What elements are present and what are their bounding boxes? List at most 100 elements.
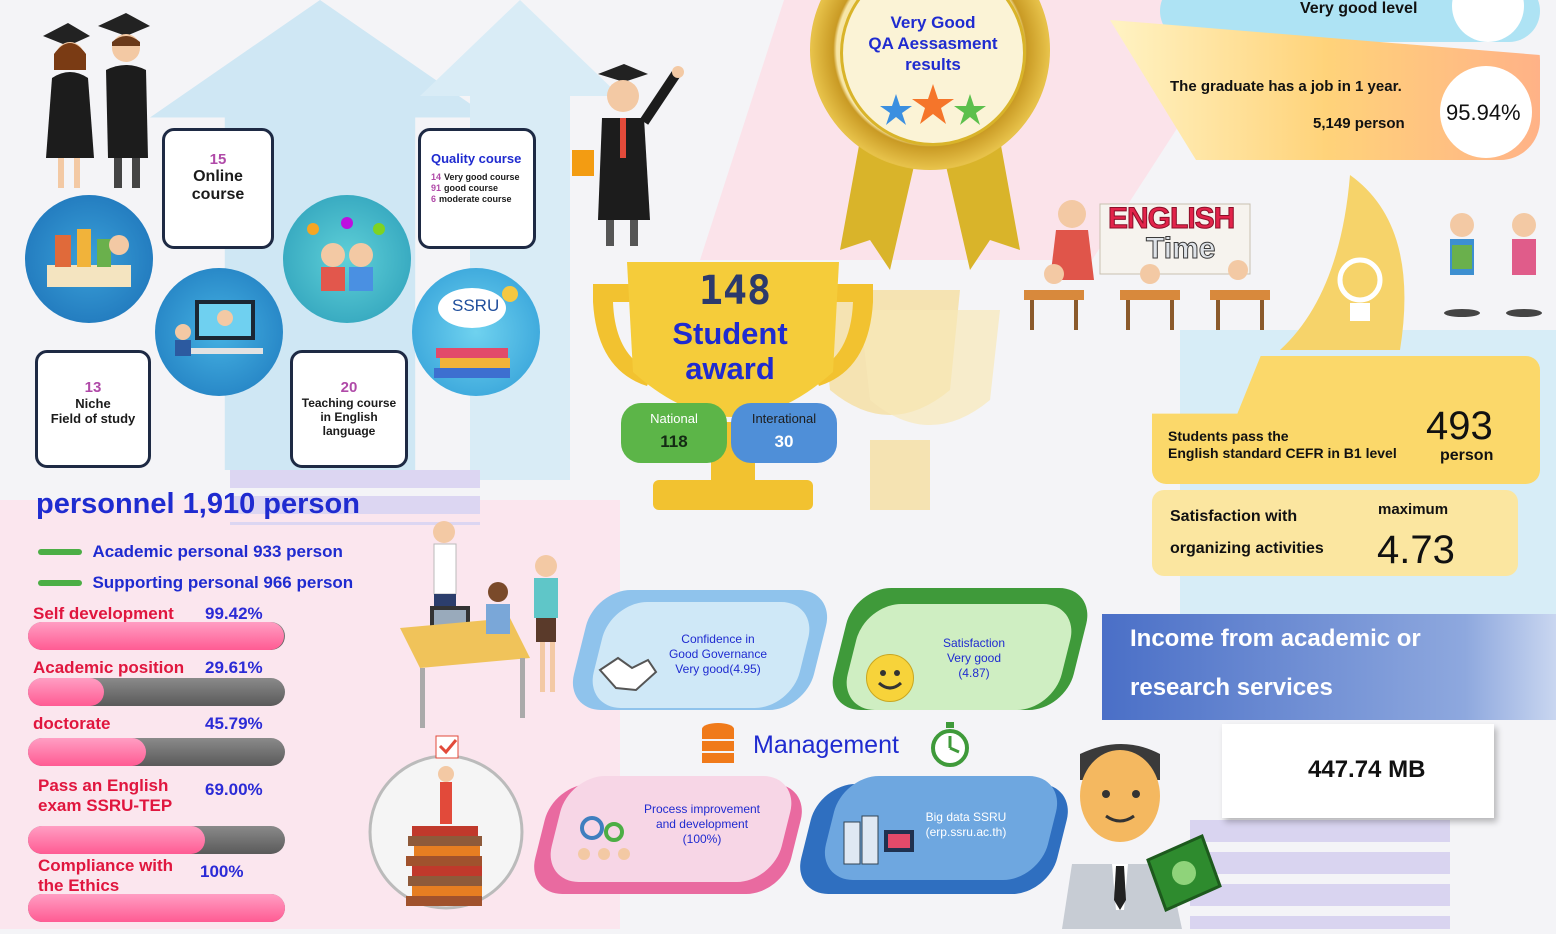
smiley-icon — [866, 654, 914, 702]
income-panel — [1102, 614, 1556, 720]
online-course-count: 15 — [209, 151, 227, 168]
governance-line-2: Good Governance — [668, 647, 768, 661]
satisfaction-line-1: Satisfaction — [942, 636, 1006, 650]
academic-personnel-row: Academic personal 933 person — [38, 542, 343, 562]
online-course-frame: 15 Online course — [162, 128, 274, 249]
progress-bar-label-line-1: doctorate — [33, 714, 111, 733]
server-analytics-icon — [840, 812, 918, 870]
academic-personnel-text: Academic personal 933 person — [92, 542, 343, 561]
bigdata-line-2: (erp.ssru.ac.th) — [925, 825, 1007, 839]
process-line-2: and development — [655, 817, 749, 831]
quality-course-item-count: 6 — [431, 194, 437, 204]
lightbulb-hand-illustration — [1280, 175, 1420, 350]
english-teaching-label-3: language — [322, 424, 376, 438]
national-award-badge: National 118 — [621, 403, 727, 463]
graduate-job-count: 5,149 person — [1313, 115, 1405, 132]
satisfaction-line-3: (4.87) — [958, 666, 990, 680]
graduate-job-percent-circle — [1440, 66, 1532, 158]
personnel-title: personnel 1,910 person — [36, 488, 360, 520]
progress-bar-label-line-2: exam SSRU-TEP — [38, 796, 173, 815]
national-award-label: National — [650, 411, 698, 426]
english-time-word-1: ENGLISH — [1107, 202, 1235, 236]
process-line-3: (100%) — [682, 832, 722, 846]
quality-course-item-label: moderate course — [439, 194, 512, 204]
quality-course-item-label: Very good course — [444, 172, 520, 182]
office-team-illustration — [400, 518, 570, 733]
progress-bar-fill — [28, 894, 285, 922]
progress-bar-label: doctorate — [33, 714, 110, 734]
cefr-label-2: English standard CEFR in B1 level — [1168, 445, 1397, 461]
award-title-2: award — [685, 351, 775, 386]
niche-book-circle-icon — [25, 195, 153, 323]
bigdata-line-1: Big data SSRU — [925, 810, 1007, 824]
progress-bar-track — [28, 738, 285, 766]
very-good-level-circle — [1452, 0, 1524, 42]
english-teaching-label-2: in English — [320, 410, 378, 424]
english-teaching-label-1: Teaching course — [301, 396, 397, 410]
books-clock-illustration — [366, 734, 526, 914]
niche-count: 13 — [84, 379, 102, 396]
qa-badge-stars-icon — [878, 84, 988, 128]
process-text: Process improvement and development (100… — [632, 802, 772, 847]
very-good-level-label: Very good level — [1300, 0, 1418, 17]
qa-badge-line-2: QA Aessasment — [868, 34, 998, 53]
academic-personnel-bullet-icon — [38, 549, 82, 555]
supporting-personnel-row: Supporting personal 966 person — [38, 573, 353, 593]
satisfaction-activities-max-label: maximum — [1378, 501, 1449, 518]
ssru-logo-text: SSRU — [452, 296, 500, 315]
qa-badge-line-1: Very Good — [890, 13, 976, 32]
bg-lavender-bars-right — [1190, 820, 1450, 929]
graduate-job-percent: 95.94% — [1446, 100, 1521, 125]
international-award-label: Interational — [751, 411, 817, 426]
businessman-money-illustration — [1052, 740, 1222, 929]
qa-badge-text: Very Good QA Aessasment results — [840, 12, 1026, 75]
progress-bar-fill — [28, 826, 205, 854]
english-teaching-circle-icon — [283, 195, 411, 323]
progress-bar-fill — [28, 678, 104, 706]
income-title-1: Income from academic or — [1130, 625, 1421, 652]
progress-bar-track — [28, 622, 285, 650]
graduate-man-illustration — [568, 60, 688, 255]
online-course-label-2: course — [191, 186, 245, 203]
governance-line-1: Confidence in — [681, 632, 755, 646]
english-time-classroom-illustration — [1020, 190, 1280, 335]
progress-bar-value: 69.00% — [205, 780, 263, 799]
progress-bar-track — [28, 826, 285, 854]
management-title: Management — [753, 731, 899, 759]
progress-bar-label-line-1: Pass an English — [38, 776, 169, 795]
progress-bar-fill — [28, 622, 284, 650]
graduate-couple-illustration — [38, 8, 158, 193]
english-teaching-count: 20 — [340, 379, 358, 396]
ssru-circle-icon: SSRU — [412, 268, 540, 396]
database-icon — [700, 722, 736, 766]
qa-badge-ribbons — [830, 140, 1030, 270]
trophy-illustration — [593, 262, 873, 522]
process-line-1: Process improvement — [643, 802, 761, 816]
niche-label-2: Field of study — [50, 411, 136, 426]
progress-bar-value: 45.79% — [205, 714, 263, 733]
english-teaching-frame: 20 Teaching course in English language — [290, 350, 408, 468]
quality-course-item-label: good course — [444, 183, 499, 193]
progress-bar-track — [28, 678, 285, 706]
progress-bar-track — [28, 894, 285, 922]
quality-course-item-count: 14 — [431, 172, 442, 182]
national-award-value: 118 — [660, 432, 688, 451]
stopwatch-icon — [930, 722, 970, 768]
governance-text: Confidence in Good Governance Very good(… — [656, 632, 780, 677]
progress-bar-value: 100% — [200, 862, 244, 881]
handshake-icon — [596, 650, 660, 698]
progress-bar-label-line-1: Compliance with — [38, 856, 174, 875]
progress-bar-label: Self development — [33, 604, 174, 624]
qa-badge-inner — [840, 0, 1026, 146]
quality-course-title: Quality course — [431, 151, 522, 166]
progress-bar-label-line-1: Self development — [33, 604, 174, 623]
progress-bar-label-line-1: Academic position — [33, 658, 185, 677]
bg-lavender-bars — [230, 470, 480, 525]
bigdata-text: Big data SSRU (erp.ssru.ac.th) — [912, 810, 1020, 840]
